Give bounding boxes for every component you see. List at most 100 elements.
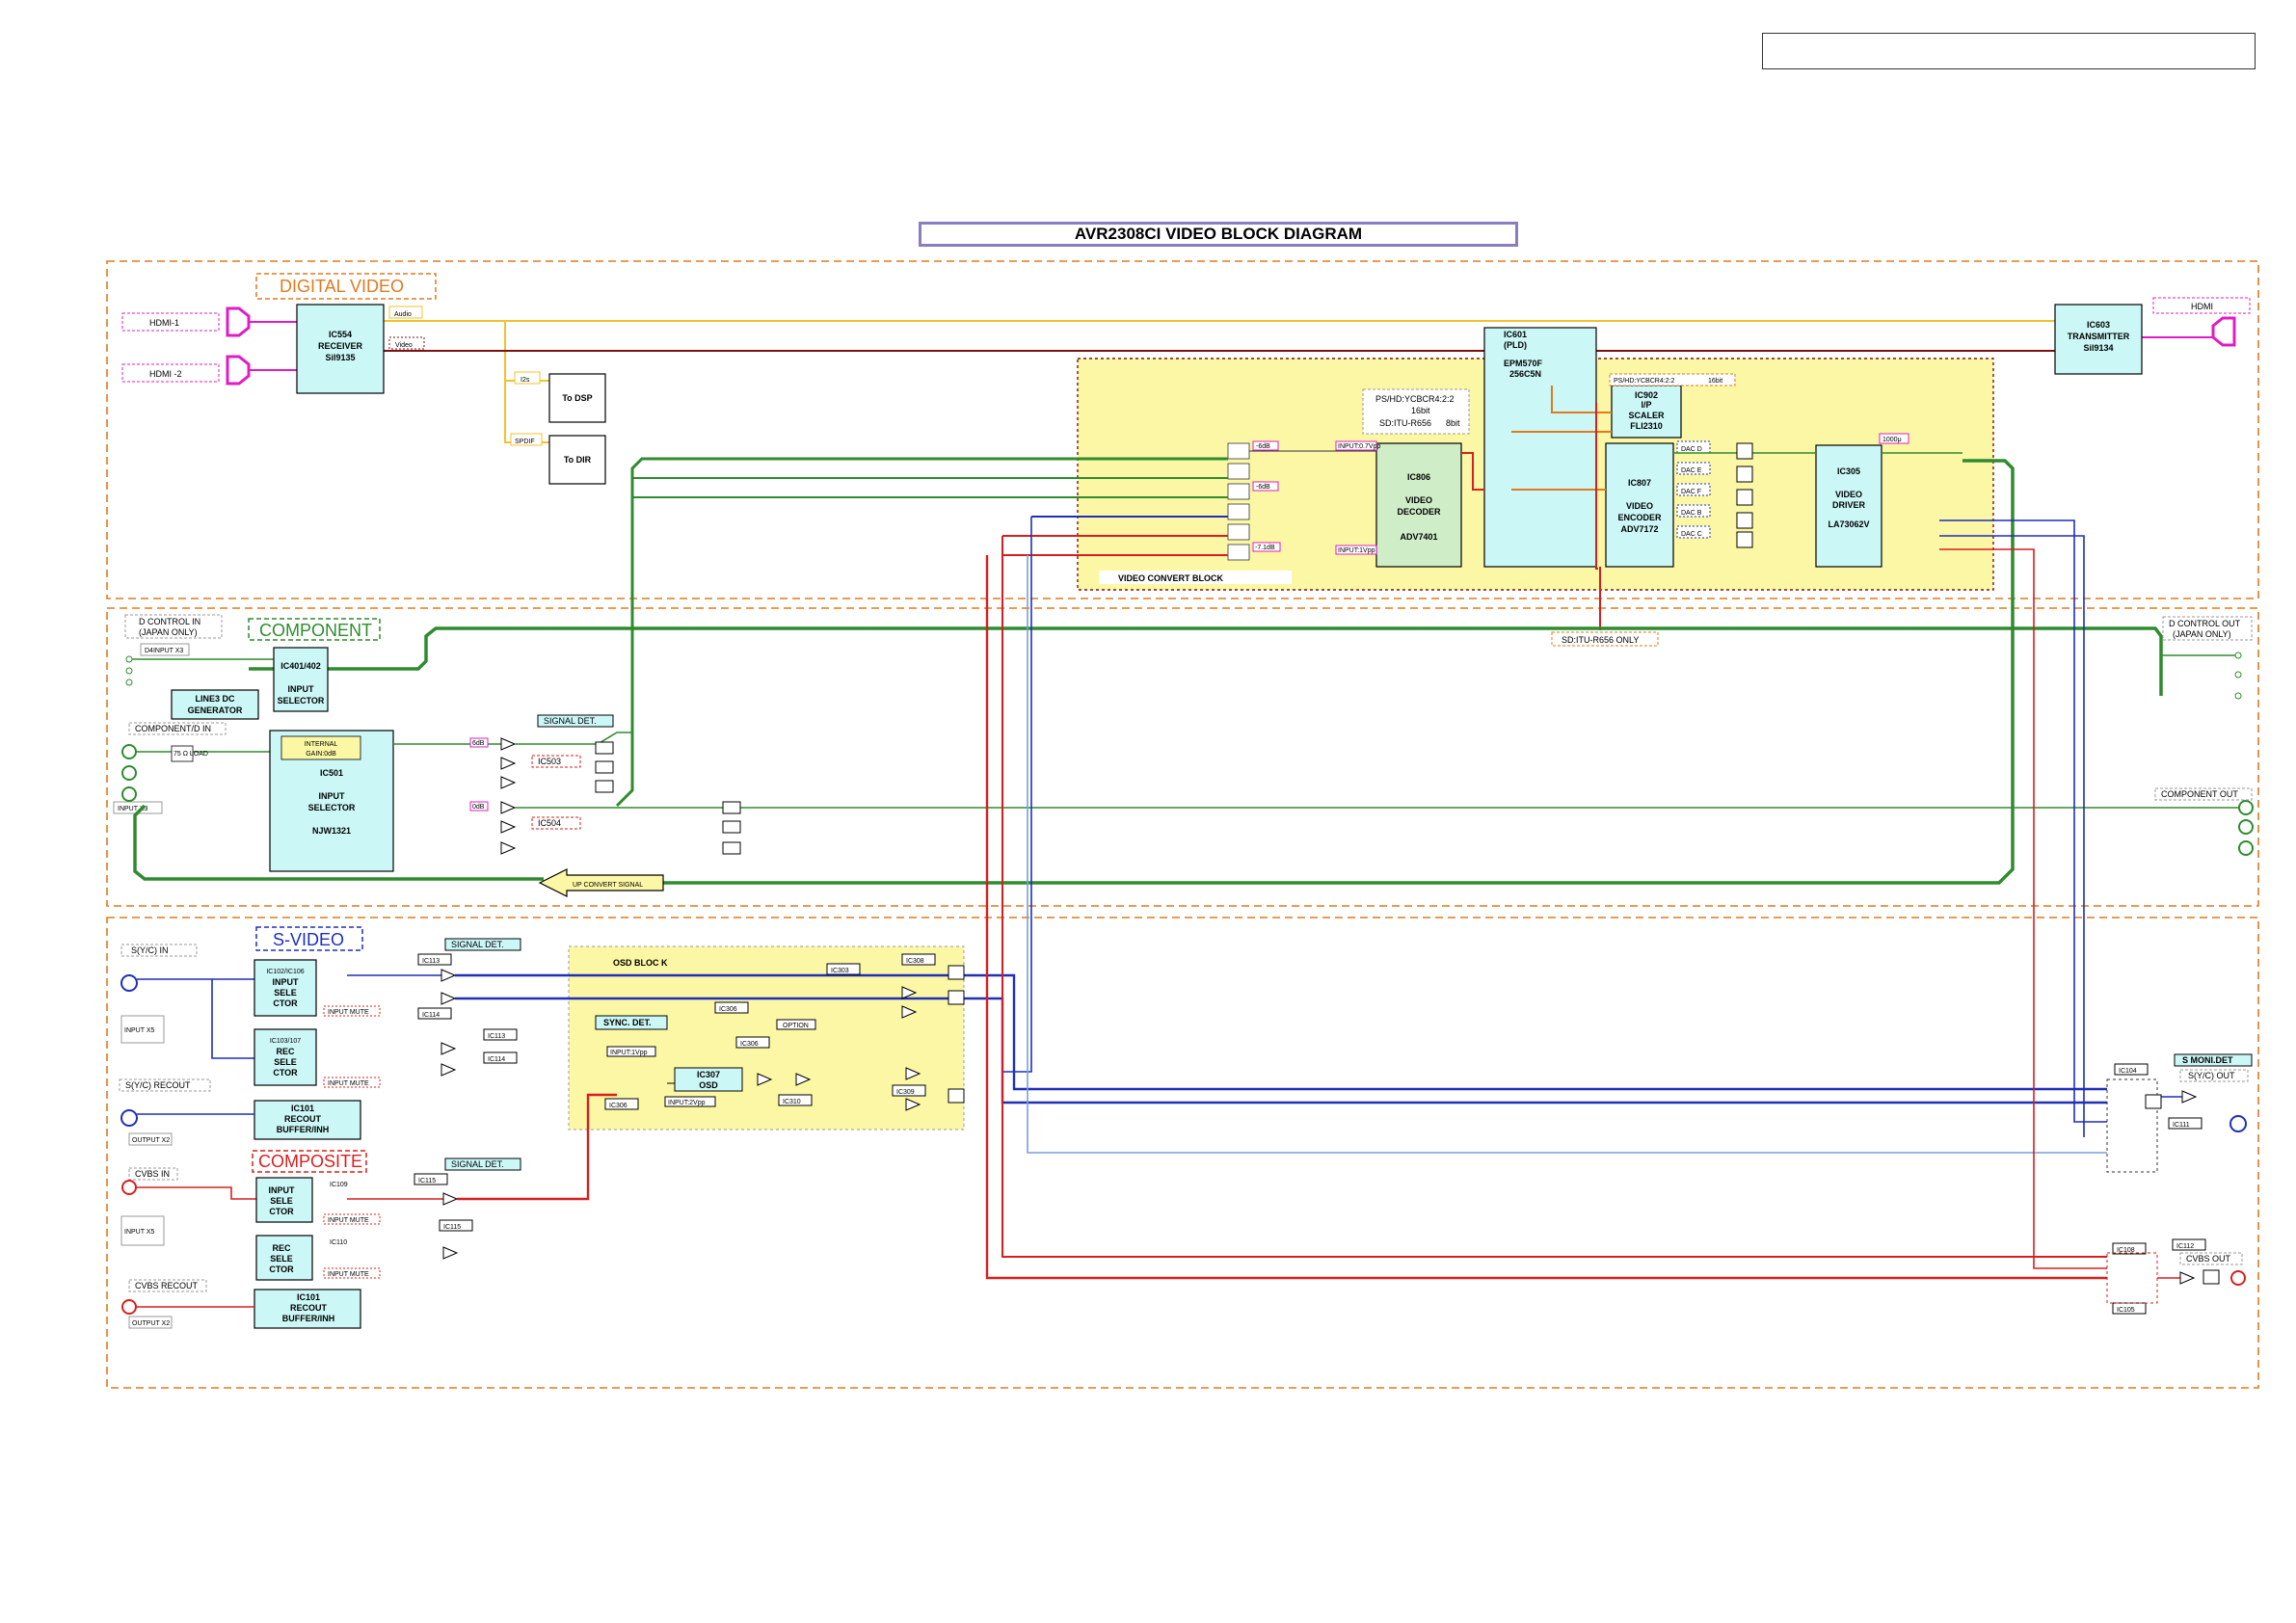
filter-block xyxy=(722,820,741,834)
component-frame xyxy=(106,607,2259,907)
input-mute4-label: INPUT MUTE xyxy=(328,1271,369,1278)
d-control-out-jack[interactable] xyxy=(2234,652,2242,659)
component-in-jack[interactable] xyxy=(121,786,137,802)
s-buffer xyxy=(441,1063,457,1077)
d-control-out-jack[interactable] xyxy=(2234,671,2242,678)
input-mute2-label: INPUT MUTE xyxy=(328,1080,369,1087)
ic601-box xyxy=(1483,327,1597,568)
cvbs-recout-jack[interactable] xyxy=(121,1299,137,1315)
ic110-role1: REC xyxy=(272,1243,291,1253)
ic501-part: NJW1321 xyxy=(312,826,351,836)
ic309-box xyxy=(892,1084,926,1097)
component-d-in-box xyxy=(128,722,227,735)
load-tag-box xyxy=(171,745,194,762)
ic101b-box xyxy=(254,1289,361,1329)
s-main-y-bus xyxy=(455,973,2107,1091)
hdmi-out-connector[interactable] xyxy=(2211,316,2236,347)
osd-block-label: OSD BLOC K xyxy=(613,958,668,968)
buffer-amp xyxy=(500,776,517,789)
input-x3-label: INPUT X3 xyxy=(118,806,147,812)
ic307-role: OSD xyxy=(699,1080,718,1090)
s-video-in-jack[interactable] xyxy=(120,974,138,992)
ic310-label: IC310 xyxy=(783,1099,801,1105)
cvbs-in-jack[interactable] xyxy=(121,1180,137,1195)
signal-det2-box xyxy=(444,938,521,951)
gain-tag-box xyxy=(469,801,489,812)
audio-tag-box xyxy=(388,306,423,319)
signal-det3-label: SIGNAL DET. xyxy=(451,1159,504,1169)
title-block-frame xyxy=(1762,33,2256,69)
ic101a-box xyxy=(254,1100,361,1140)
svideo-label-box xyxy=(255,926,363,951)
sd-only-feed xyxy=(1595,403,1598,570)
hdmi2-label-box xyxy=(121,363,220,383)
cvbs-in-label: CVBS IN xyxy=(135,1169,170,1179)
i2s-tag-box xyxy=(514,371,541,385)
ic401-name: IC401/402 xyxy=(280,661,321,671)
gain-tags: -6dB -6dB -7.1dB INPUT:0.7Vpp INPUT:1Vpp… xyxy=(171,440,1380,812)
cvbs-out-amp xyxy=(2179,1271,2196,1285)
ic101b-name: IC101 xyxy=(297,1292,320,1302)
ic110-role2: SELE xyxy=(270,1254,293,1264)
input-mute3-label: INPUT MUTE xyxy=(328,1217,369,1224)
cvbs-out-jack[interactable] xyxy=(2230,1270,2246,1286)
ic114b-label: IC114 xyxy=(488,1056,505,1063)
ic101a-role2: BUFFER/INH xyxy=(277,1125,330,1134)
component-out-jack[interactable] xyxy=(2238,840,2254,856)
ic105-label: IC105 xyxy=(2117,1307,2135,1314)
filter-block xyxy=(1736,466,1753,483)
ic110-role3: CTOR xyxy=(269,1264,294,1274)
dac-d-label: DAC D xyxy=(1681,446,1702,453)
component-in-jack[interactable] xyxy=(121,765,137,781)
pshd-note-line4: 8bit xyxy=(1446,418,1460,428)
sd-only-label: SD:ITU-R656 ONLY xyxy=(1562,635,1639,645)
d-control-in-jack[interactable] xyxy=(125,655,133,663)
hdmi2-connector[interactable] xyxy=(226,355,251,386)
s-video-out-jack[interactable] xyxy=(2229,1115,2247,1132)
video-tag: Video xyxy=(395,342,413,349)
d-control-in-jack[interactable] xyxy=(125,667,133,675)
component-out-jack[interactable] xyxy=(2238,800,2254,815)
output-x2-s-label: OUTPUT X2 xyxy=(132,1137,170,1144)
cvbs-moni-bus xyxy=(1939,548,2107,1269)
ic103-role1: REC xyxy=(276,1047,295,1056)
gain-tag: -6dB xyxy=(1256,443,1270,450)
s-buffer xyxy=(441,969,457,982)
component-out-jacks xyxy=(2238,800,2254,856)
svideo-label: S-VIDEO xyxy=(273,930,344,949)
ic101b-role1: RECOUT xyxy=(290,1303,328,1313)
osd-amp xyxy=(757,1073,773,1086)
svideo-composite-frame xyxy=(106,917,2259,1389)
digital-video-frame xyxy=(106,260,2259,599)
d-control-out-jack[interactable] xyxy=(2234,692,2242,700)
ic103-role3: CTOR xyxy=(273,1068,298,1078)
hdmi1-connector[interactable] xyxy=(226,306,251,337)
ic503-label: IC503 xyxy=(538,757,561,766)
line3-dc-line1: LINE3 DC xyxy=(195,694,235,704)
ic902-name: IC902 xyxy=(1635,390,1658,400)
d-control-in-jack[interactable] xyxy=(125,678,133,686)
load-block xyxy=(1227,483,1250,500)
s-moni-det-label: S MONI.DET xyxy=(2182,1055,2233,1065)
input-mute4-box xyxy=(323,1267,381,1279)
filter-block xyxy=(1736,489,1753,506)
filter-block xyxy=(722,801,741,814)
ic601-part1: EPM570F xyxy=(1504,359,1543,368)
d-control-in-sub: (JAPAN ONLY) xyxy=(139,627,198,637)
ic103-name: IC103/107 xyxy=(270,1038,301,1045)
diagram-title: AVR2308CI VIDEO BLOCK DIAGRAM xyxy=(919,222,1518,247)
internal-gain-box xyxy=(280,735,361,760)
input-2vpp-label: INPUT:2Vpp xyxy=(668,1100,706,1106)
gain-tag-box xyxy=(469,737,489,748)
ic902-box xyxy=(1611,385,1682,439)
filter-block xyxy=(948,990,965,1005)
s-video-recout-jack[interactable] xyxy=(120,1109,138,1127)
component-in-jack[interactable] xyxy=(121,744,137,759)
filter-block xyxy=(1736,442,1753,460)
filter-block xyxy=(595,760,614,774)
component-out-jack[interactable] xyxy=(2238,819,2254,835)
s-in-rec xyxy=(211,979,254,1059)
ic115b-label: IC115 xyxy=(443,1224,461,1231)
gain-tag: 0dB xyxy=(472,804,485,811)
ic114a-label: IC114 xyxy=(422,1012,440,1019)
